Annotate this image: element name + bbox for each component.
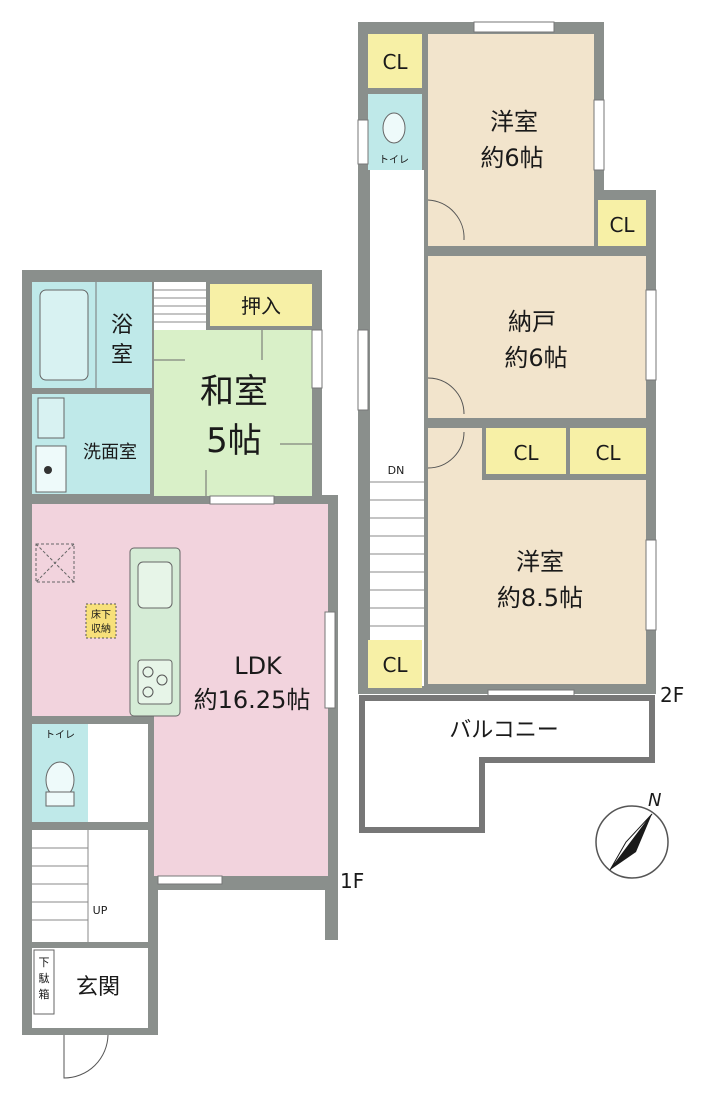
compass: N [595,790,669,879]
washitsu-size: 5帖 [206,421,262,461]
walls-1f-right-stub [325,880,338,940]
compass-north-label: N [648,790,661,811]
underfloor-label-2: 収納 [91,622,111,635]
shoebox-label-1: 下 [39,956,50,969]
washitsu-room [154,330,312,496]
closet-2f-b [486,428,566,474]
ldk-size: 約16.25帖 [194,686,311,714]
nando-room [428,256,646,418]
closet-2f-d-label: CL [382,653,408,677]
entry-door-swing [63,1034,109,1079]
closet-2f-a [598,200,646,246]
western-room-a [428,34,594,246]
level-2f: 2F [660,683,684,707]
nando-name: 納戸 [508,308,556,336]
closet-2f-d [368,640,422,688]
western-b-name: 洋室 [516,548,564,576]
floor-2f: CL トイレ CL 洋室 約6帖 納戸 約6帖 CL CL 洋室 約8.5帖 C… [357,21,684,833]
stair-treads-1 [154,289,206,323]
washitsu-name: 和室 [200,372,268,412]
stair-1f [32,830,148,942]
door-swing-a [427,199,465,241]
stair-treads-2f [370,481,424,627]
hall-2f [370,170,424,686]
genkan-label: 玄関 [76,975,120,1000]
kitchen-sink [137,561,173,609]
western-a-size: 約6帖 [480,144,543,172]
washroom-label: 洗面室 [83,442,137,463]
bath-label-2: 室 [111,343,133,368]
closet-2f-top-label: CL [382,50,408,74]
ldk-name: LDK [234,652,283,680]
toilet-2f-bowl [382,112,406,144]
shoebox-label-2: 駄 [39,971,50,985]
nando-size: 約6帖 [504,344,567,372]
washing-machine-pan [37,397,65,439]
toilet-2f-label: トイレ [379,155,409,166]
cooktop [137,659,173,705]
toilet-1f-label: トイレ [45,730,75,741]
dn-label: DN [388,464,405,477]
balcony-outline [359,695,655,833]
entry-porch [22,1035,158,1085]
balcony-label: バルコニー [449,718,559,743]
ceiling-vent [35,543,75,583]
western-a-name: 洋室 [490,108,538,136]
oshiire-label: 押入 [241,294,281,318]
stair-treads-2 [32,830,89,942]
western-room-b [428,480,646,684]
closet-2f-b-label: CL [513,441,539,465]
tatami-lines [154,330,312,496]
closet-2f-a-label: CL [609,213,635,237]
ldk-room-lower [154,700,328,876]
basin-drain [44,466,52,474]
western-b-size: 約8.5帖 [497,584,583,612]
floor-1f: 浴 室 洗面室 押入 和室 5帖 [22,270,364,1085]
level-1f: 1F [340,869,364,893]
up-label: UP [93,904,108,917]
door-swing-nando [427,377,465,415]
bath-label-1: 浴 [111,313,133,338]
windows-2f [357,21,657,699]
oshiire-closet [210,284,312,326]
bathtub [39,289,89,381]
underfloor-label-1: 床下 [91,608,111,621]
underfloor-storage [85,603,117,639]
closet-2f-c-label: CL [595,441,621,465]
closet-2f-top [368,34,422,88]
closet-2f-c [570,428,646,474]
shoebox-label-3: 箱 [39,987,50,1001]
windows-1f [157,329,336,885]
shoebox [33,949,55,1015]
door-swing-b [427,431,465,469]
